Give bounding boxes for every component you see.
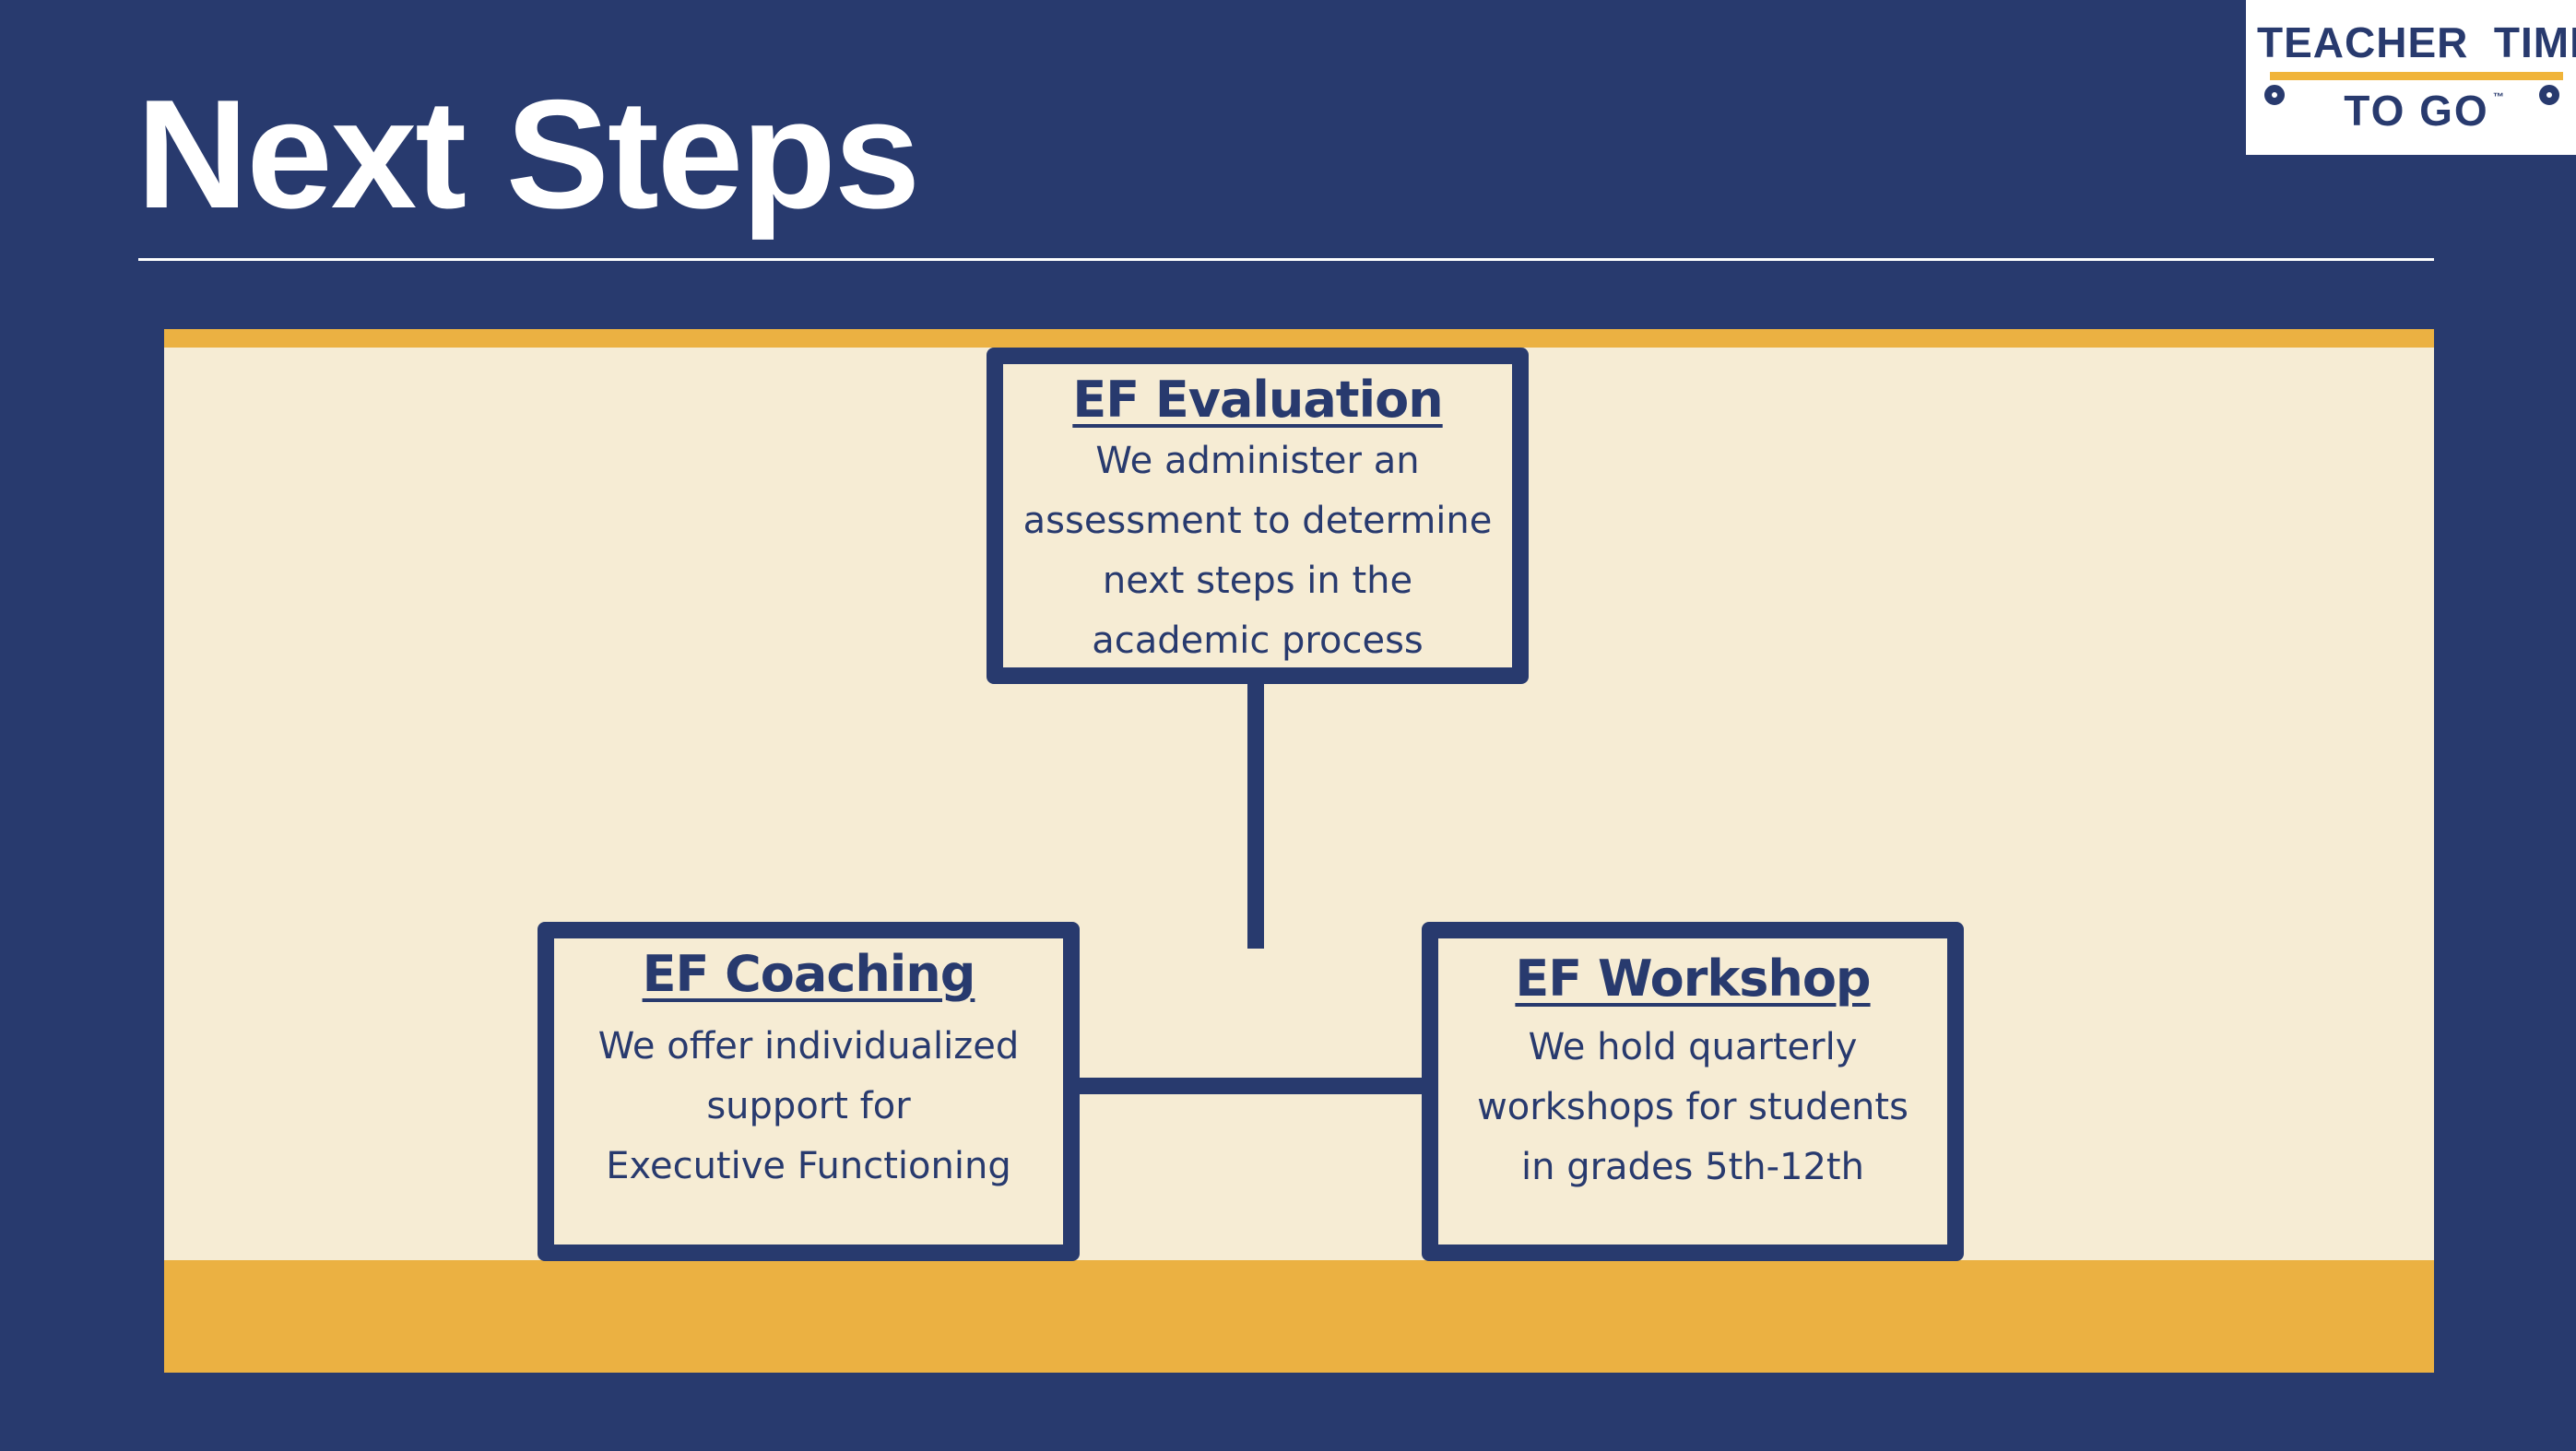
node-ef-coaching: EF Coaching We offer individualized supp… [538,922,1080,1261]
connector-horizontal [1077,1078,1431,1094]
node-ef-evaluation: EF Evaluation We administer an assessmen… [987,348,1529,684]
trademark-mark: ™ [2493,90,2504,103]
wheel-icon [2264,85,2285,105]
node-title: EF Workshop [1515,950,1871,1008]
logo-line-2: TO GO [2344,87,2489,135]
panel-bottom-band [164,1260,2434,1373]
pencil-icon [2270,72,2563,80]
panel-top-band [164,329,2434,348]
node-title: EF Coaching [642,945,976,1003]
node-description: We administer an assessment to determine… [1022,440,1493,662]
slide-title: Next Steps [136,67,920,241]
logo-line-1: TEACHER TIME [2257,18,2576,66]
title-divider [138,258,2434,261]
node-description: We offer individualized support for Exec… [597,1025,1020,1187]
node-description: We hold quarterly workshops for students… [1477,1026,1908,1188]
node-title: EF Evaluation [1072,371,1443,429]
node-ef-workshop: EF Workshop We hold quarterly workshops … [1422,922,1964,1261]
diagram-panel: EF Evaluation We administer an assessmen… [164,329,2434,1373]
wheel-icon [2539,85,2559,105]
connector-vertical [1247,679,1264,949]
teacher-time-to-go-logo: TEACHER TIME TO GO ™ [2246,0,2576,155]
